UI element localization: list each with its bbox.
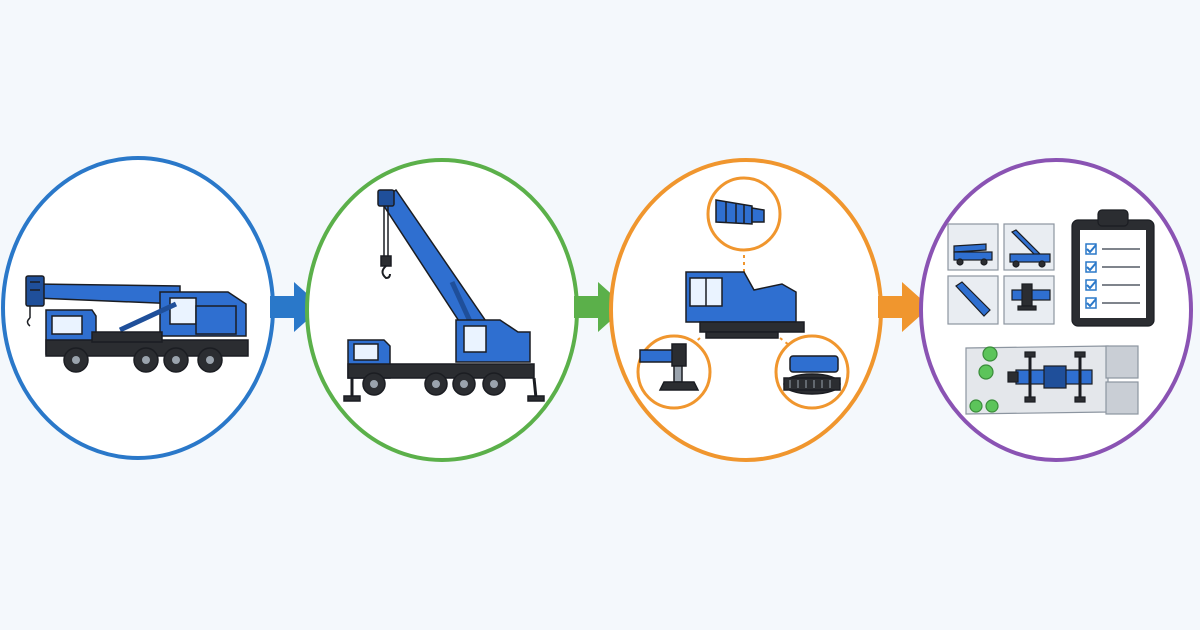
connector-arrow-2 [574, 282, 626, 332]
crane-boom-extended-icon [343, 188, 545, 402]
step-2 [305, 158, 579, 462]
site-plan-icon [965, 345, 1139, 415]
component-inspection-icon [636, 176, 850, 410]
slewing-ring-detail-icon [783, 355, 841, 395]
step-3 [609, 158, 883, 462]
checklist-site-plan-icon [947, 209, 1155, 415]
step-1 [1, 156, 275, 460]
photo-thumbnail-grid [947, 223, 1055, 325]
boom-section-detail-icon [715, 199, 765, 225]
outrigger-pad-detail-icon [639, 343, 700, 391]
connector-arrow-1 [270, 282, 322, 332]
truck-crane-transport-icon [25, 275, 249, 373]
clipboard-checklist-icon [1071, 209, 1155, 327]
step-2-ring [305, 158, 579, 462]
connector-arrow-3 [878, 282, 930, 332]
step-4 [919, 158, 1193, 462]
